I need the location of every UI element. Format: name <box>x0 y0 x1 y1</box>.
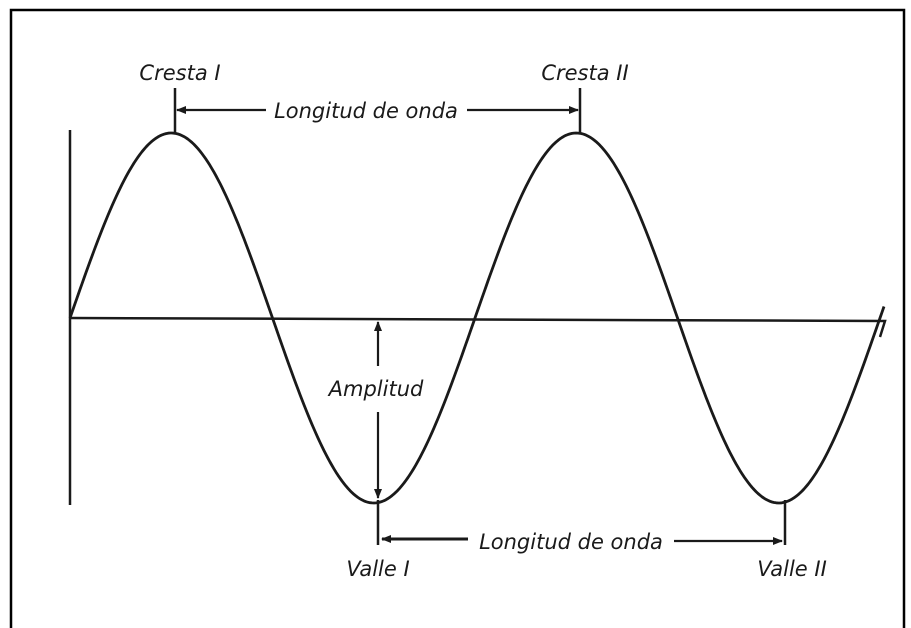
trough-2-label: Valle II <box>757 557 827 581</box>
equilibrium-axis <box>69 316 887 338</box>
wavelength-top-label: Longitud de onda <box>274 99 458 123</box>
sine-wave <box>68 131 886 505</box>
crest-1-label: Cresta I <box>139 61 220 85</box>
crest-2-label: Cresta II <box>541 61 628 85</box>
amplitude-label: Amplitud <box>327 377 424 401</box>
trough-1-label: Valle I <box>346 557 409 581</box>
wavelength-bottom-label: Longitud de onda <box>479 530 663 554</box>
frame-border <box>9 8 906 628</box>
